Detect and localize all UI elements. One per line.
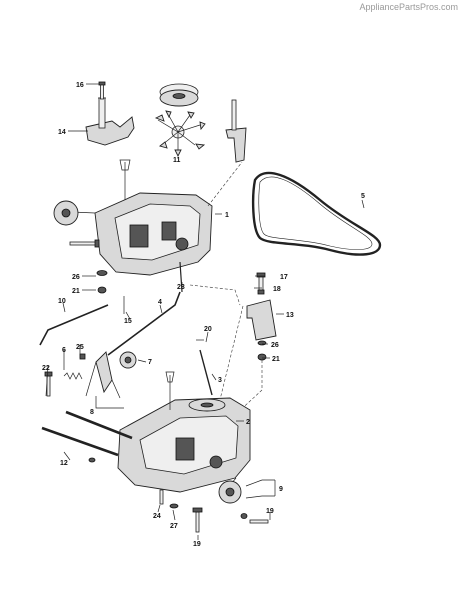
bolt-26 (69, 239, 100, 248)
callout-4: 4 (158, 299, 162, 306)
bolt-24 (159, 489, 164, 505)
bolt-19-bottom (195, 511, 200, 533)
callout-1: 1 (225, 212, 229, 219)
callout-26-left: 26 (72, 274, 80, 281)
callout-22: 22 (42, 365, 50, 372)
pulley (159, 83, 199, 107)
control-rods (39, 261, 183, 356)
callout-27: 27 (170, 523, 178, 530)
leader-lines (45, 83, 365, 540)
transmission-upper (53, 159, 213, 276)
callout-19-bottom: 19 (193, 541, 201, 548)
callout-18: 18 (273, 286, 281, 293)
nut-21-right (257, 353, 267, 361)
callout-5: 5 (361, 193, 365, 200)
callout-13: 13 (286, 312, 294, 319)
axle-rods (41, 410, 133, 463)
cooling-fan (154, 110, 206, 158)
transmission-lower (117, 371, 251, 504)
washer-26 (96, 270, 108, 276)
callout-23: 23 (177, 284, 185, 291)
callout-9: 9 (279, 486, 283, 493)
bell-crank (85, 351, 137, 399)
bolt-16 (98, 81, 106, 100)
callout-7: 7 (148, 359, 152, 366)
bolt-19-right (249, 519, 269, 524)
callout-15: 15 (124, 318, 132, 325)
washer-26-right (257, 340, 267, 346)
callout-25: 25 (76, 344, 84, 351)
callout-10: 10 (58, 298, 66, 305)
callout-17: 17 (280, 274, 288, 281)
bracket-upper-right (225, 99, 247, 163)
watermark: AppliancePartsPros.com (359, 2, 458, 12)
callout-2: 2 (246, 419, 250, 426)
callout-21-left: 21 (72, 288, 80, 295)
callout-12: 12 (60, 460, 68, 467)
callout-20: 20 (204, 326, 212, 333)
callout-14: 14 (58, 129, 66, 136)
mount-bracket (85, 97, 135, 146)
callout-8: 8 (90, 409, 94, 416)
callout-21-right: 21 (272, 356, 280, 363)
spring-6 (63, 372, 83, 380)
callout-labels: 16 14 11 1 5 17 18 13 26 21 26 21 23 10 … (42, 82, 365, 548)
callout-24: 24 (153, 513, 161, 520)
callout-6: 6 (62, 347, 66, 354)
bracket-13 (246, 272, 277, 341)
nut-25 (79, 353, 86, 360)
drive-belt (251, 171, 382, 256)
callout-16: 16 (76, 82, 84, 89)
callout-19-right: 19 (266, 508, 274, 515)
washer-27 (169, 503, 179, 509)
callout-3: 3 (218, 377, 222, 384)
callout-11: 11 (173, 157, 181, 164)
callout-26-right: 26 (271, 342, 279, 349)
nut-21-left (97, 286, 107, 294)
rod-3 (199, 349, 213, 396)
